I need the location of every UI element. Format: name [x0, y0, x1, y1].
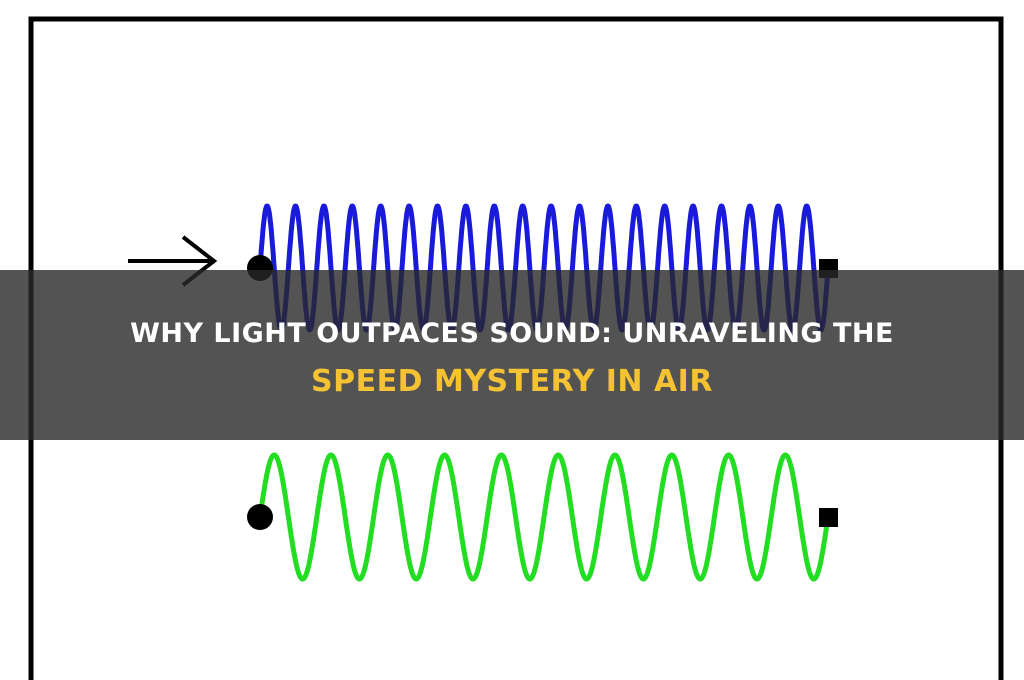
headline-line-2: SPEED MYSTERY IN AIR	[311, 364, 713, 399]
headline-line-1: WHY LIGHT OUTPACES SOUND: UNRAVELING THE	[130, 318, 894, 349]
low-frequency-wave	[257, 452, 831, 582]
bottom-wave-start-marker	[247, 504, 273, 530]
headline-banner	[0, 270, 1024, 440]
bottom-wave-end-marker	[819, 508, 838, 527]
